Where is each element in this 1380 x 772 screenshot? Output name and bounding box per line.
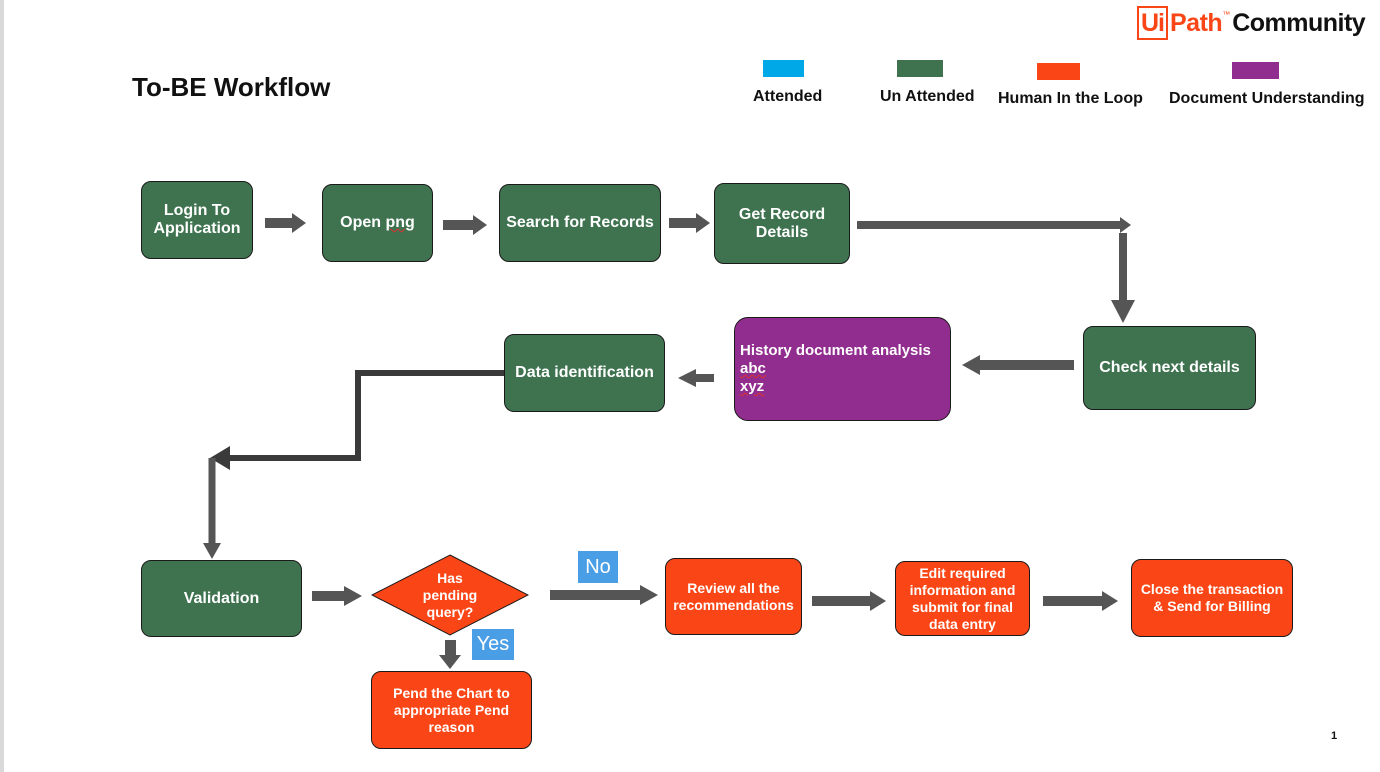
elbow-data-identification-to-validation [203,370,505,559]
logo-trademark: ™ [1222,10,1231,19]
node-pend-the-chart: Pend the Chart to appropriate Pend reaso… [371,671,532,749]
node-review-line1: Review all the [687,579,780,596]
legend-label-unattended: Un Attended [880,88,975,105]
arrow-check-to-history [962,355,1074,375]
arrow-review-to-edit [812,591,886,611]
node-get-record-line2: Details [755,223,809,241]
node-edit-required-information: Edit required information and submit for… [895,561,1030,636]
node-data-identification-label: Data identification [515,364,654,381]
node-login-line2: Application [153,220,241,237]
node-validation: Validation [141,560,302,637]
arrow-edit-to-close [1043,591,1118,611]
node-validation-label: Validation [183,589,260,607]
legend-swatch-attended [763,60,804,77]
node-close-line2: & Send for Billing [1153,598,1271,614]
node-review-recommendations: Review all the recommendations [665,558,802,635]
arrow-get-record-to-right [857,217,1131,233]
decision-has-pending-query: Has pending query? [371,554,529,636]
arrow-login-to-open [265,213,306,233]
node-edit-line2: information and [909,581,1016,598]
arrow-decision-to-review [550,585,658,605]
uipath-community-logo: Ui Path ™ Community [1137,6,1366,40]
node-png-word: png [385,214,415,231]
tag-yes: Yes [472,629,514,660]
tag-no: No [578,551,618,583]
node-get-record-line1: Get Record [738,205,826,223]
decision-line1: Has [437,569,463,586]
arrow-history-to-data-identification [678,369,714,387]
arrow-open-to-search [443,215,487,235]
decision-line2: pending [422,586,478,603]
node-edit-line3: submit for final [911,598,1014,615]
decision-line3: query? [426,603,474,620]
legend-swatch-human-in-the-loop [1037,63,1080,80]
node-search-label: Search for Records [506,214,654,231]
page-title: To-BE Workflow [132,72,331,102]
logo-path-text: Path [1170,8,1223,37]
node-close-the-transaction: Close the transaction & Send for Billing [1131,559,1293,637]
node-close-line1: Close the transaction [1140,581,1284,597]
node-history-line3: xyz [740,378,765,395]
logo-ui-box: Ui [1137,6,1168,40]
node-pend-line1: Pend the Chart to [393,684,510,701]
arrow-decision-to-pend [439,640,461,669]
arrow-search-to-get-record [669,213,710,233]
node-open-word: Open [340,214,382,231]
node-get-record-details: Get Record Details [714,183,850,264]
node-open-png: Open png [322,184,433,262]
legend-label-document-understanding: Document Understanding [1169,90,1365,107]
node-history-line1: History document analysis [740,342,931,359]
node-edit-line1: Edit required [919,564,1006,581]
node-review-line2: recommendations [673,596,794,613]
node-history-document-analysis: History document analysis abc xyz [734,317,951,421]
logo-community-text: Community [1232,8,1366,37]
node-check-next-label: Check next details [1099,359,1240,376]
legend-label-human-in-the-loop: Human In the Loop [998,90,1143,107]
node-history-line2: abc [740,360,766,377]
node-data-identification: Data identification [504,334,665,412]
decision-diamond-shape [371,554,529,636]
page-number: 1 [1331,730,1338,742]
node-pend-line2: appropriate Pend [393,701,510,718]
node-login-to-application: Login To Application [141,181,253,259]
node-check-next-details: Check next details [1083,326,1256,410]
node-search-for-records: Search for Records [499,184,661,262]
node-login-line1: Login To [163,202,231,219]
node-edit-line4: data entry [929,615,996,632]
arrow-validation-to-decision [312,586,362,606]
legend-swatch-unattended [897,60,943,77]
arrow-down-to-check-shaft [1119,233,1127,303]
arrow-down-to-check-head [1111,300,1135,323]
page-left-border [0,0,4,772]
legend-swatch-document-understanding [1232,62,1279,79]
legend-label-attended: Attended [753,88,823,105]
node-pend-line3: reason [428,718,475,735]
